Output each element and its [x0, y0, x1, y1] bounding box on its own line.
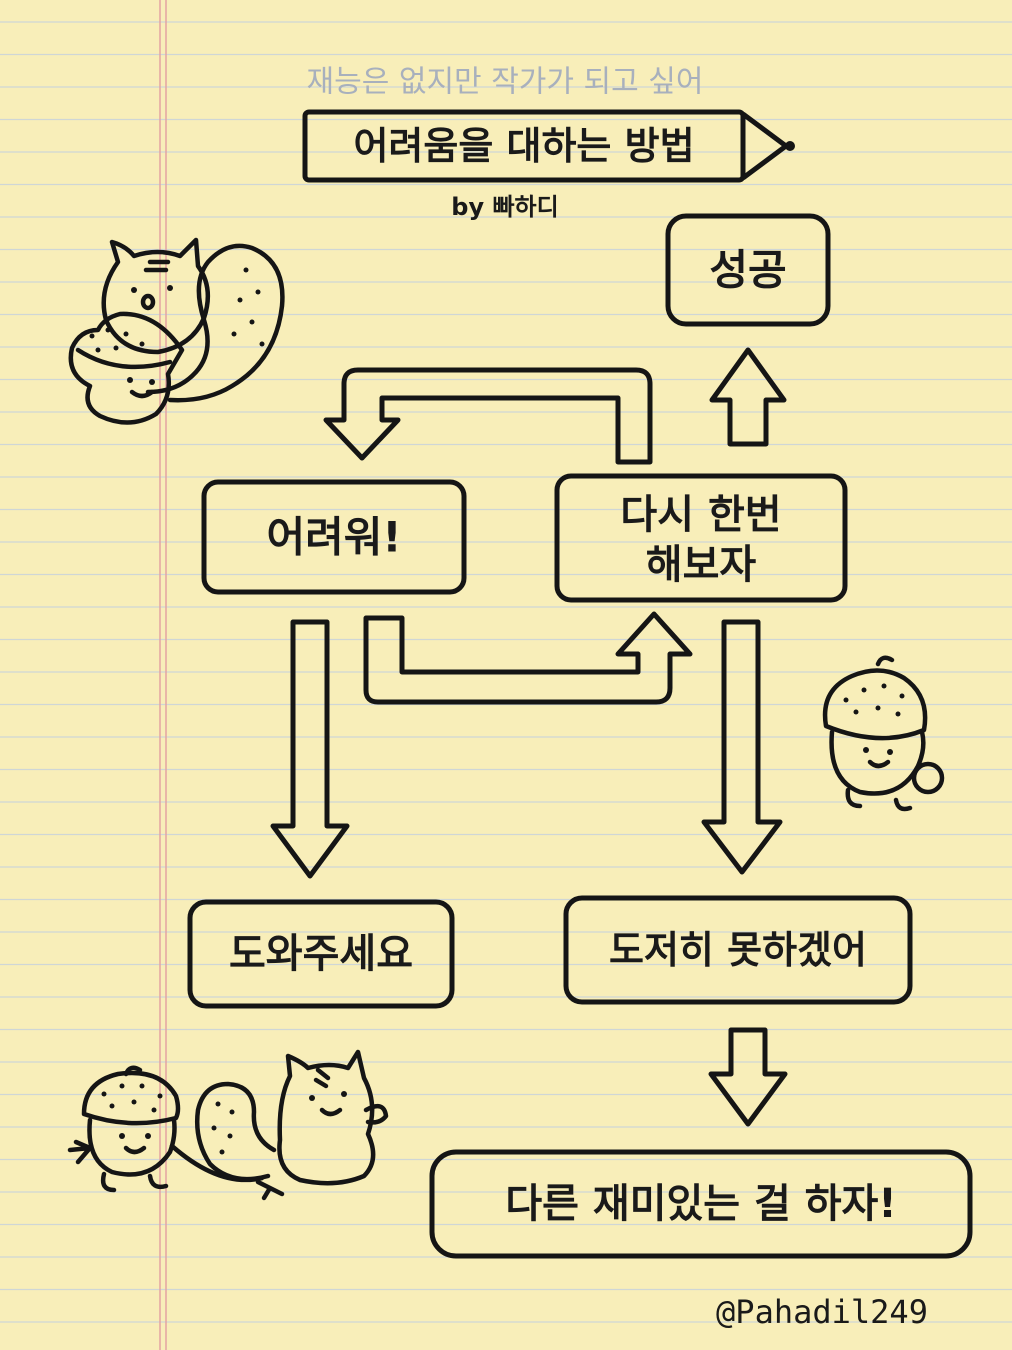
box-try-again	[554, 473, 848, 603]
arrow-icon	[701, 619, 783, 875]
box-difficult	[201, 479, 467, 595]
label-success: 성공	[709, 246, 786, 295]
byline: by 빠하디	[451, 193, 558, 221]
label-difficult: 어려워!	[266, 513, 401, 562]
box-help	[187, 899, 455, 1009]
box-success	[665, 213, 831, 327]
arrow-icon	[363, 611, 693, 705]
box-cannot	[563, 895, 913, 1005]
pencil-tip	[785, 141, 795, 151]
label-try-again-2: 해보자	[646, 542, 757, 588]
squirrel-icon	[195, 1049, 389, 1201]
label-other: 다른 재미있는 걸 하자!	[505, 1181, 896, 1227]
arrow-icon	[709, 347, 787, 447]
arrow-icon	[323, 367, 653, 465]
arrow-icon	[270, 619, 350, 879]
arrow-icon	[708, 1027, 788, 1127]
pencil-icon	[741, 111, 789, 181]
label-try-again-1: 다시 한번	[620, 492, 781, 538]
title-pencil: 어려움을 대하는 방법	[302, 109, 795, 183]
subtitle: 재능은 없지만 작가가 되고 싶어	[307, 65, 704, 100]
pencil-body	[302, 109, 746, 183]
acorn-icon	[822, 655, 945, 812]
author-handle: @Pahadil249	[716, 1293, 928, 1331]
label-help: 도와주세요	[229, 931, 413, 977]
label-cannot: 도저히 못하겠어	[609, 928, 867, 972]
box-other	[429, 1149, 973, 1259]
squirrel-icon	[68, 237, 285, 425]
title: 어려움을 대하는 방법	[353, 124, 694, 168]
